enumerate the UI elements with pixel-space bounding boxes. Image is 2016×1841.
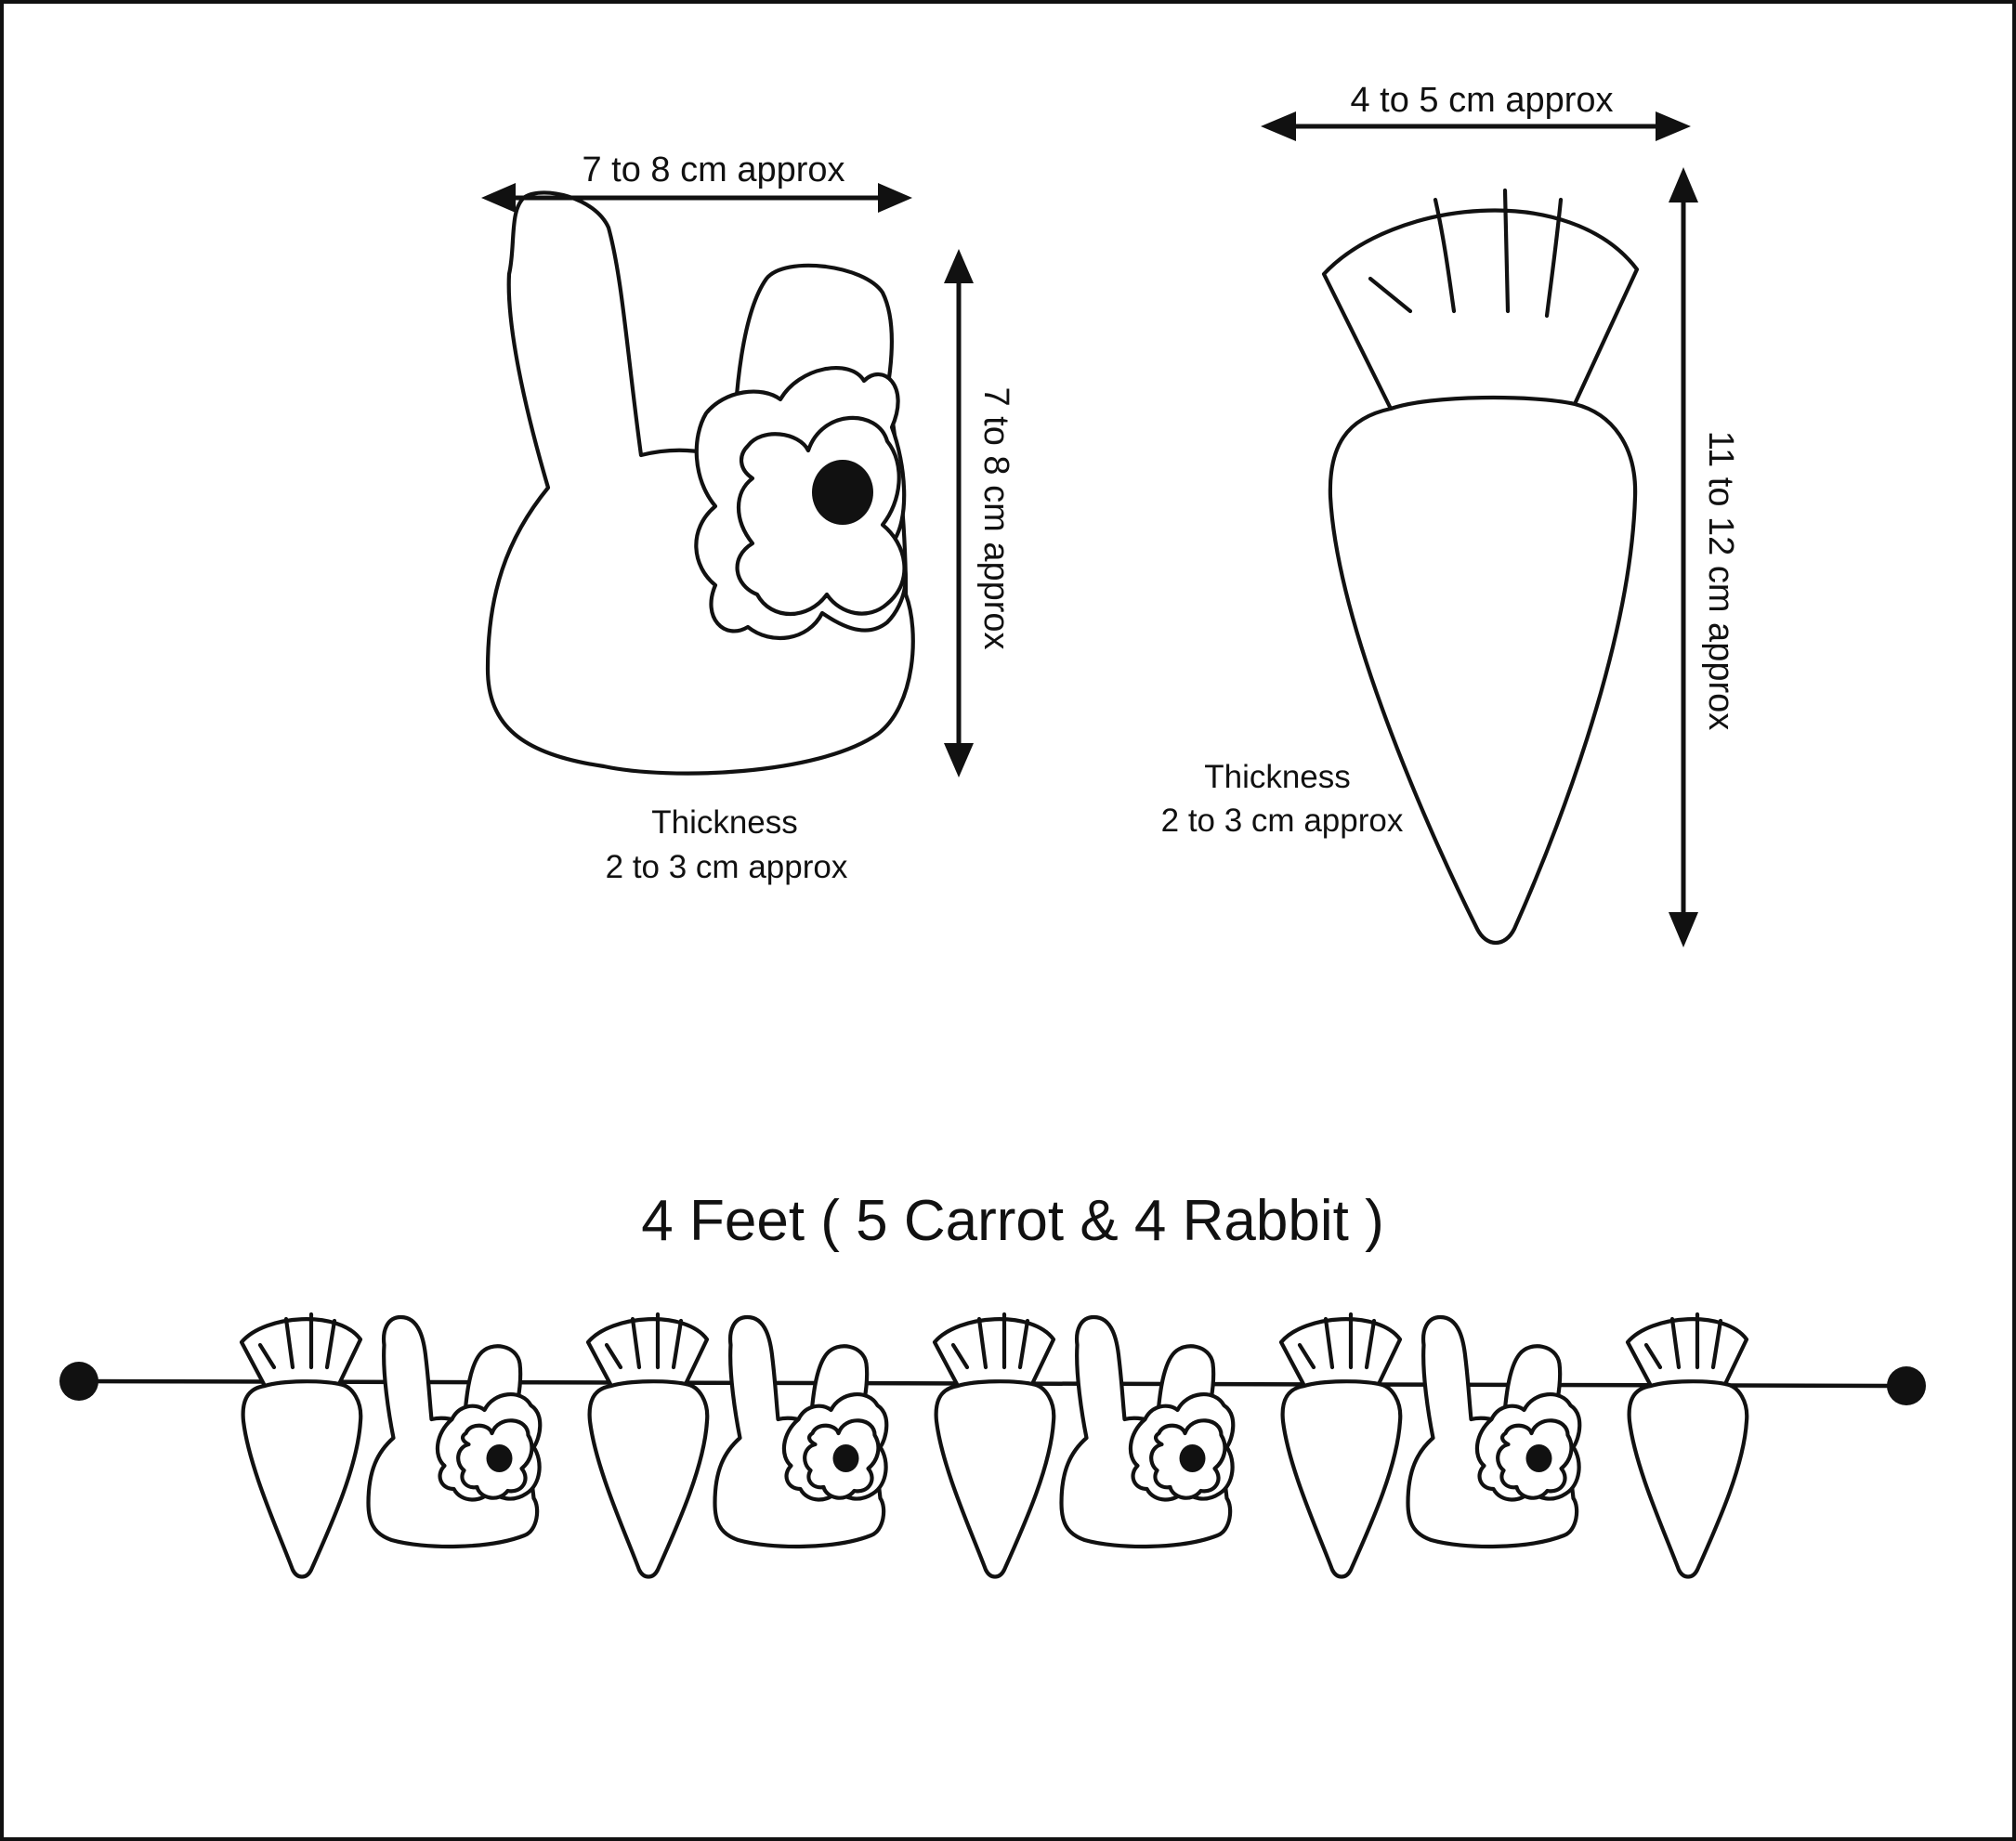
rabbit-height-label: 7 to 8 cm approx	[976, 386, 1015, 649]
flower-center-dot	[812, 460, 873, 525]
carrot-thickness-value: 2 to 3 cm approx	[1161, 803, 1404, 839]
garland-strand	[59, 1312, 1926, 1579]
garland-carrot	[1278, 1312, 1403, 1579]
rabbit-thickness-value: 2 to 3 cm approx	[606, 849, 848, 885]
rabbit-thickness-title: Thickness	[651, 804, 798, 841]
carrot-height-arrow	[1669, 167, 1698, 947]
garland-carrot	[1625, 1312, 1749, 1579]
carrot-height-label: 11 to 12 cm approx	[1701, 431, 1740, 730]
rabbit-width-arrow	[481, 183, 912, 213]
garland-rabbit	[1059, 1314, 1236, 1549]
garland-carrot	[932, 1312, 1056, 1579]
rabbit-width-label: 7 to 8 cm approx	[582, 150, 844, 189]
garland-rabbit	[1406, 1314, 1582, 1549]
carrot-illustration	[1321, 188, 1640, 945]
carrot-width-label: 4 to 5 cm approx	[1350, 81, 1613, 120]
garland-end-bead-right	[1887, 1366, 1926, 1405]
carrot-thickness-title: Thickness	[1204, 759, 1351, 795]
garland-carrot	[239, 1312, 363, 1579]
garland-rabbit	[713, 1314, 889, 1549]
rabbit-height-arrow	[944, 249, 974, 777]
carrot-width-arrow	[1261, 111, 1691, 141]
garland-carrot	[585, 1312, 710, 1579]
garland-rabbit	[366, 1314, 543, 1549]
garland-title: 4 Feet ( 5 Carrot & 4 Rabbit )	[641, 1189, 1383, 1253]
garland-end-bead-left	[59, 1362, 98, 1401]
rabbit-illustration	[485, 190, 915, 776]
